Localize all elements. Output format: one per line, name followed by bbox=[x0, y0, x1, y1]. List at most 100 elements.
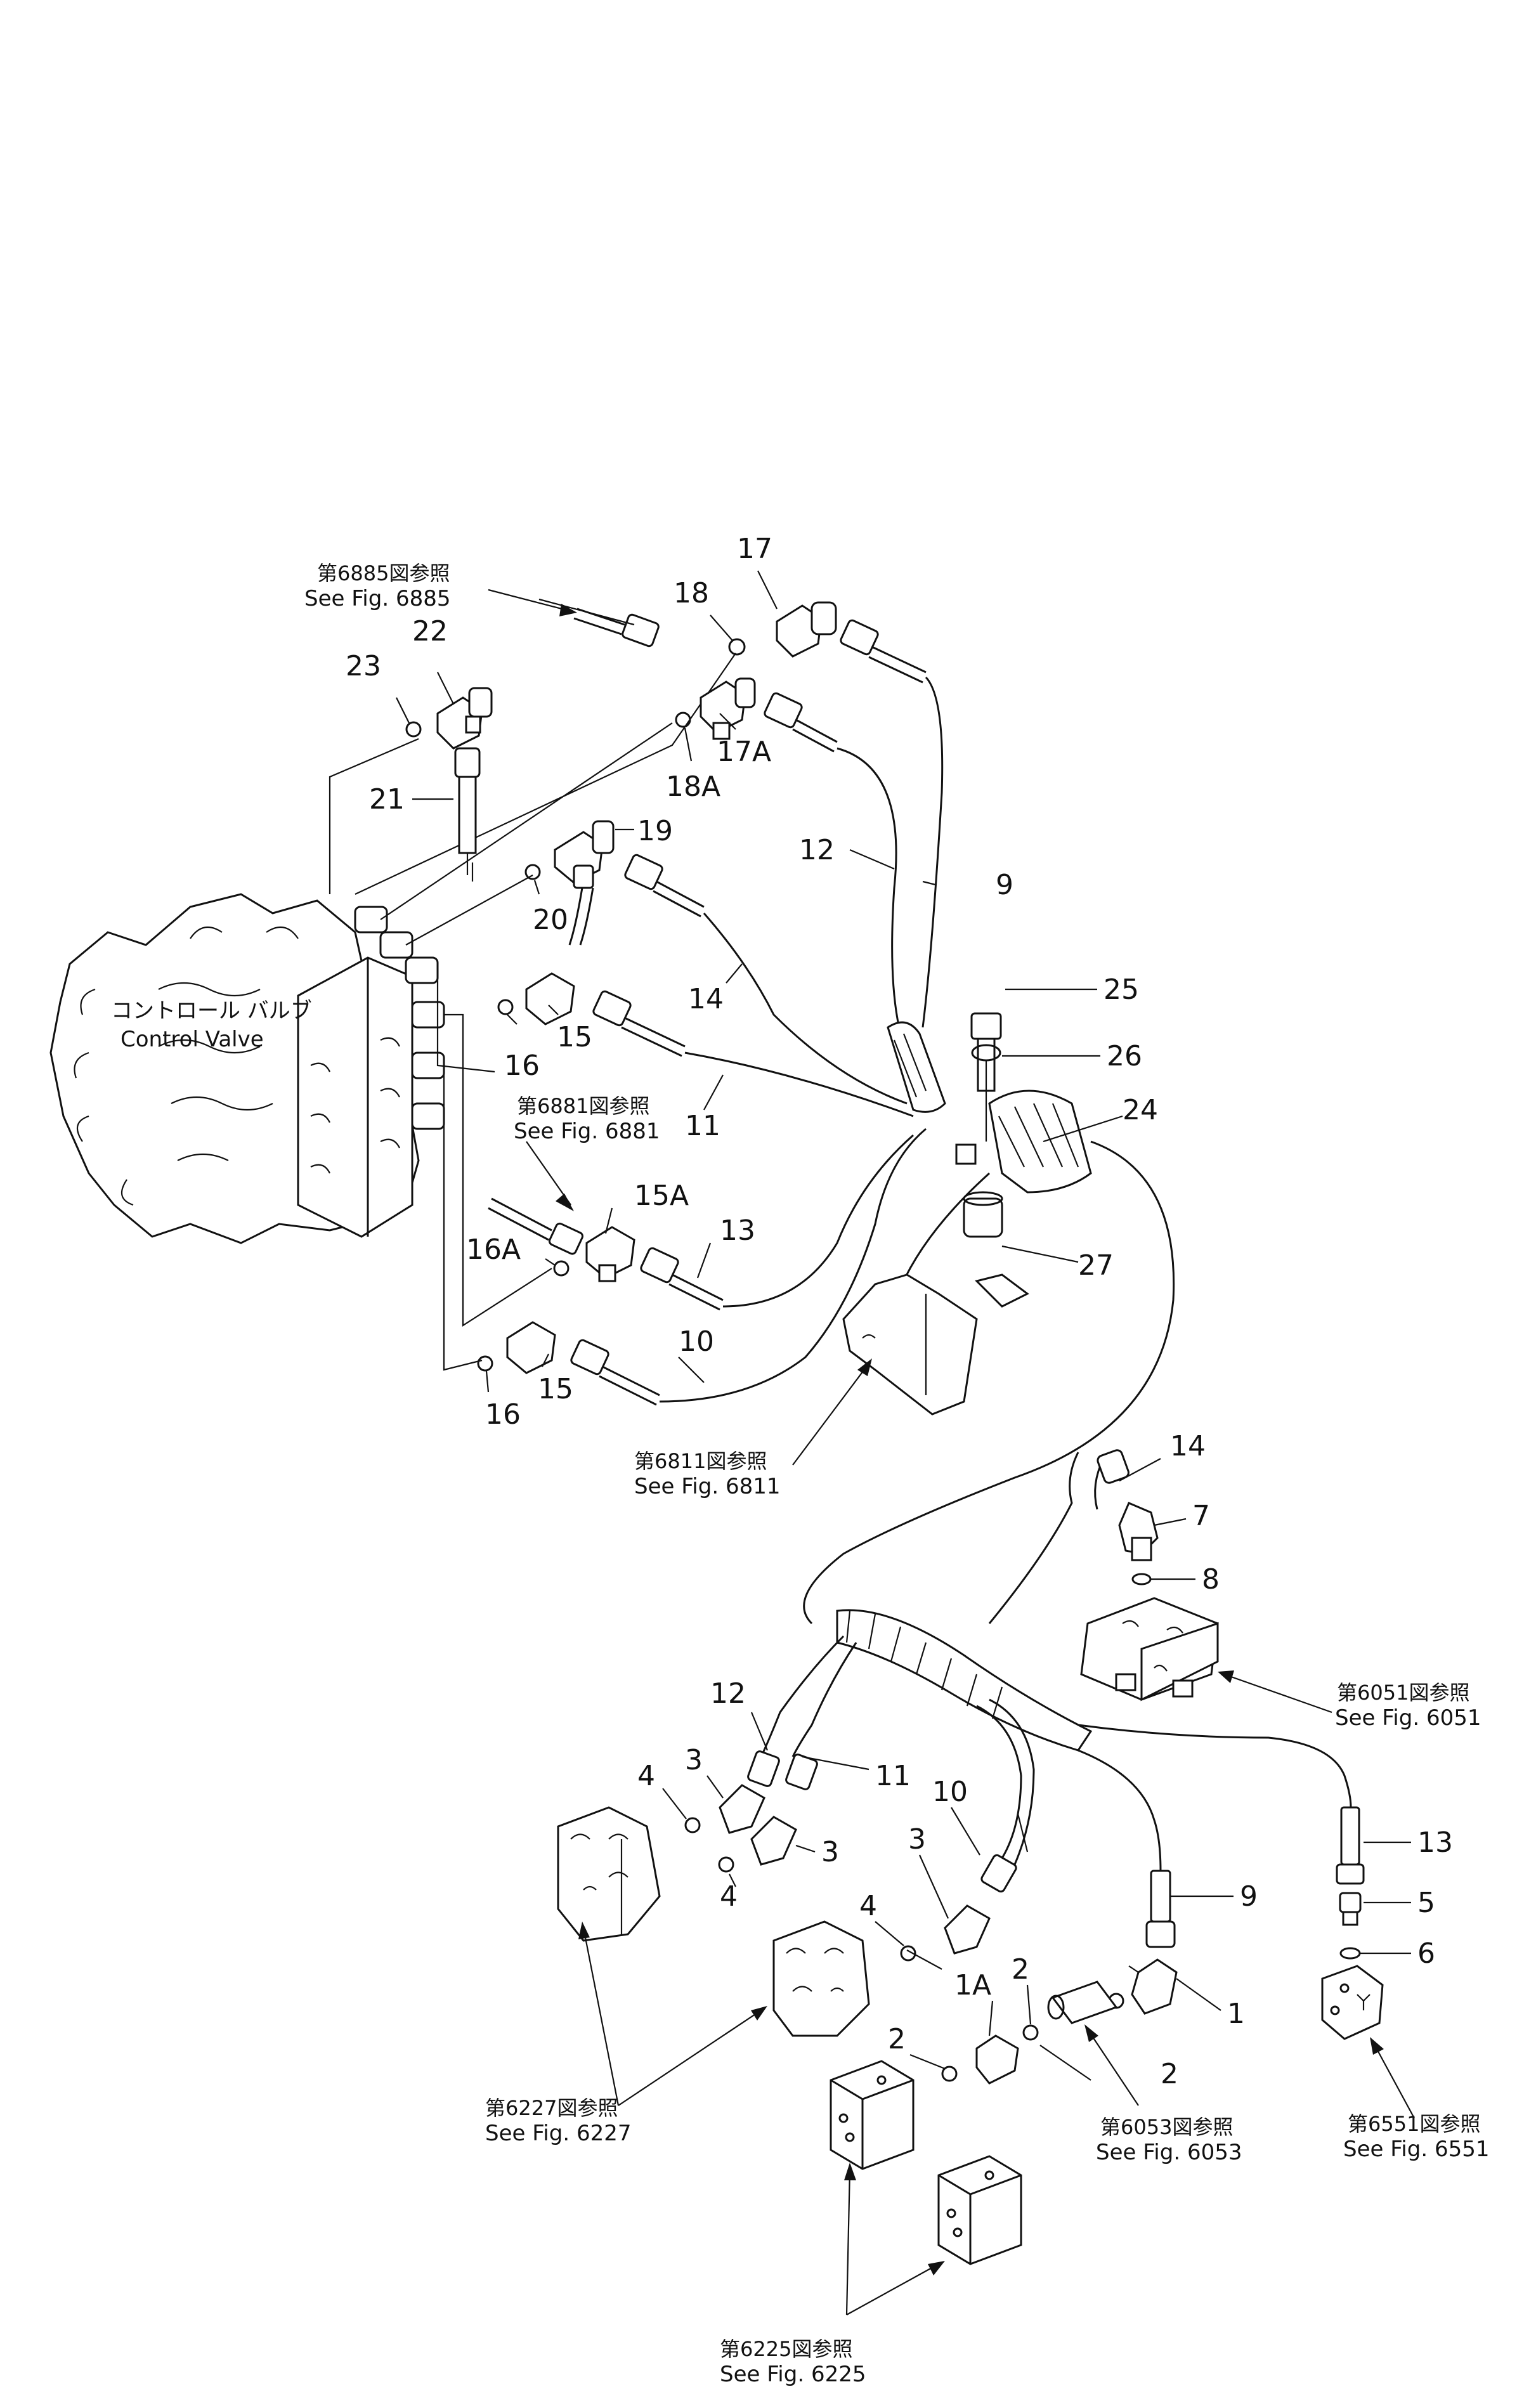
hose-end-10-lower bbox=[980, 1854, 1017, 1893]
callout-numbers: 17 18 22 23 17A 18A 21 19 12 9 20 25 26 … bbox=[346, 533, 1453, 2090]
control-valve-label-en: Control Valve bbox=[120, 1027, 264, 1052]
callout-20: 20 bbox=[533, 904, 568, 936]
hose-end-9-lower bbox=[1145, 1870, 1176, 1948]
block-fig6225-b bbox=[937, 2155, 1022, 2265]
callout-24: 24 bbox=[1123, 1094, 1158, 1126]
o-ring-4b bbox=[718, 1856, 734, 1873]
valve-block-fig6051 bbox=[1080, 1597, 1219, 1702]
callout-18a: 18A bbox=[666, 771, 720, 803]
ref-fig6051-jp: 第6051図参照 bbox=[1337, 1681, 1469, 1705]
callout-12-upper: 12 bbox=[799, 834, 835, 866]
o-ring-6 bbox=[1339, 1947, 1361, 1960]
callout-10-lower: 10 bbox=[932, 1776, 968, 1808]
callout-11-lower: 11 bbox=[875, 1760, 911, 1792]
ref-fig6053-en: See Fig. 6053 bbox=[1096, 2140, 1242, 2165]
callout-4b: 4 bbox=[720, 1880, 738, 1913]
ref-fig6881-en: See Fig. 6881 bbox=[514, 1119, 660, 1144]
callout-2a: 2 bbox=[1012, 1953, 1029, 1986]
o-ring-16a bbox=[553, 1260, 570, 1277]
callout-11-upper: 11 bbox=[685, 1110, 720, 1142]
callout-12-lower: 12 bbox=[710, 1677, 746, 1710]
callout-2c: 2 bbox=[1161, 2058, 1178, 2090]
callout-4c: 4 bbox=[859, 1890, 877, 1922]
callout-10-upper: 10 bbox=[679, 1325, 714, 1358]
hose-end-14-lower bbox=[1097, 1449, 1130, 1484]
callout-13-upper: 13 bbox=[720, 1214, 755, 1247]
callout-13-lower: 13 bbox=[1417, 1826, 1453, 1859]
bracket-fig6811 bbox=[842, 1273, 1029, 1416]
ref-fig6053-jp: 第6053図参照 bbox=[1100, 2115, 1233, 2139]
callout-18: 18 bbox=[674, 577, 709, 609]
callout-4a: 4 bbox=[637, 1760, 655, 1792]
o-ring-8 bbox=[1131, 1573, 1152, 1585]
callout-14-lower: 14 bbox=[1170, 1430, 1206, 1462]
hose-end-11-upper bbox=[592, 990, 686, 1057]
callout-16-lower: 16 bbox=[485, 1398, 521, 1431]
callout-19: 19 bbox=[637, 815, 673, 847]
callout-17a: 17A bbox=[717, 736, 771, 768]
elbow-fitting-15-upper bbox=[525, 972, 575, 1025]
o-ring-2b bbox=[1022, 2024, 1039, 2041]
elbow-fitting-3a bbox=[719, 1784, 765, 1834]
callout-3b: 3 bbox=[821, 1836, 839, 1868]
callout-25: 25 bbox=[1104, 973, 1139, 1006]
o-ring-16-lower bbox=[477, 1355, 493, 1372]
tee-fitting-19 bbox=[554, 820, 615, 889]
sleeve-fig6053 bbox=[1047, 1981, 1118, 2024]
callout-6: 6 bbox=[1417, 1937, 1435, 1970]
callout-2b: 2 bbox=[888, 2023, 906, 2055]
valve-fig6227-b bbox=[772, 1920, 870, 2037]
hose-end-14-upper bbox=[624, 854, 705, 918]
ref-fig6225-en: See Fig. 6225 bbox=[720, 2362, 866, 2387]
upper-hose-bundle bbox=[659, 676, 1175, 1625]
ref-fig6225-jp: 第6225図参照 bbox=[720, 2337, 852, 2361]
o-ring-20 bbox=[524, 864, 541, 880]
control-valve-label-jp: コントロール バルブ bbox=[111, 998, 312, 1024]
callout-1: 1 bbox=[1227, 1998, 1245, 2030]
o-ring-18a bbox=[675, 712, 691, 728]
callout-15-upper: 15 bbox=[557, 1021, 592, 1053]
tee-fitting-15a bbox=[585, 1226, 635, 1282]
spacer-27 bbox=[963, 1191, 1003, 1238]
hose-20 bbox=[568, 887, 594, 946]
callout-14-upper: 14 bbox=[688, 983, 724, 1015]
ref-fig6811-en: See Fig. 6811 bbox=[634, 1474, 780, 1499]
elbow-fitting-17 bbox=[776, 601, 837, 658]
hose-end-12-lower bbox=[747, 1750, 780, 1787]
hose-end-13-upper bbox=[640, 1247, 724, 1311]
callout-3a: 3 bbox=[685, 1744, 703, 1776]
o-ring-23 bbox=[405, 721, 422, 738]
valve-fig6227-a bbox=[557, 1806, 661, 1942]
block-fig6551 bbox=[1321, 1965, 1384, 2040]
ref-fig6551-jp: 第6551図参照 bbox=[1348, 2112, 1480, 2136]
callout-15-lower: 15 bbox=[538, 1373, 573, 1405]
o-ring-4a bbox=[684, 1817, 701, 1833]
control-valve-assembly: コントロール バルブ Control Valve bbox=[49, 893, 445, 1244]
callout-22: 22 bbox=[412, 615, 448, 648]
hose-end-fig6885 bbox=[573, 608, 660, 648]
o-ring-4c bbox=[900, 1945, 916, 1962]
fitting-1a bbox=[975, 2034, 1019, 2085]
elbow-fitting-15-lower bbox=[506, 1321, 556, 1374]
o-ring-2c bbox=[941, 2066, 958, 2082]
callout-23: 23 bbox=[346, 650, 381, 682]
ref-fig6885-en: See Fig. 6885 bbox=[304, 586, 450, 611]
elbow-fitting-7 bbox=[1118, 1502, 1159, 1561]
callout-7: 7 bbox=[1192, 1500, 1210, 1532]
upper-fittings bbox=[405, 601, 927, 1406]
block-fig6225-a bbox=[830, 2060, 915, 2170]
ref-fig6227-en: See Fig. 6227 bbox=[485, 2121, 631, 2146]
hose-end-12-upper bbox=[764, 692, 838, 753]
elbow-fitting-1 bbox=[1131, 1958, 1178, 2015]
hose-end-13-lower bbox=[1336, 1806, 1365, 1885]
callout-17: 17 bbox=[737, 533, 772, 565]
callout-leaders bbox=[396, 570, 1411, 2081]
callout-5: 5 bbox=[1417, 1887, 1435, 1919]
callout-27: 27 bbox=[1078, 1249, 1114, 1282]
callout-1a: 1A bbox=[954, 1969, 991, 2001]
callout-9-upper: 9 bbox=[996, 869, 1013, 901]
ref-fig6885-jp: 第6885図参照 bbox=[317, 561, 450, 585]
callout-3c: 3 bbox=[908, 1823, 926, 1856]
ref-fig6881-jp: 第6881図参照 bbox=[517, 1094, 649, 1118]
